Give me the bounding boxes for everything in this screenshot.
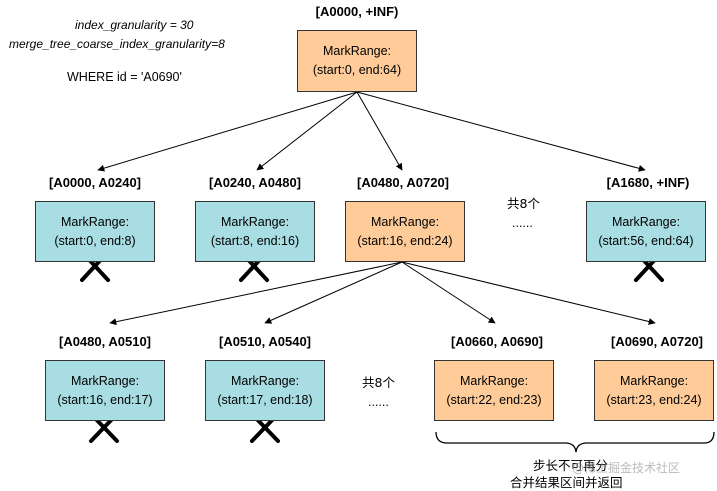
- l2-ellipsis: ......: [368, 395, 389, 409]
- curly-brace: [435, 431, 715, 453]
- markrange-detail: (start:17, end:18): [217, 392, 313, 407]
- l1-markrange-box-2: MarkRange: (start:8, end:16): [195, 201, 315, 262]
- l1-range-label-4: [A1680, +INF): [606, 175, 690, 190]
- l1-count-note: 共8个: [507, 196, 540, 211]
- l1-markrange-box-4: MarkRange: (start:56, end:64): [586, 201, 706, 262]
- where-clause: WHERE id = 'A0690': [67, 70, 182, 84]
- edge-l1-to-l2-2: [264, 261, 403, 324]
- l2-range-label-3: [A0660, A0690]: [450, 334, 543, 349]
- markrange-detail: (start:23, end:24): [606, 392, 702, 407]
- l1-markrange-box-3: MarkRange: (start:16, end:24): [345, 201, 465, 262]
- l1-range-label-3: [A0480, A0720]: [356, 175, 449, 190]
- root-markrange-box: MarkRange: (start:0, end:64): [297, 30, 417, 92]
- l2-range-label-4: [A0690, A0720]: [610, 334, 703, 349]
- markrange-detail: (start:8, end:16): [210, 233, 300, 248]
- markrange-title: MarkRange:: [611, 214, 681, 229]
- root-range-label: [A0000, +INF): [315, 4, 399, 19]
- markrange-title: MarkRange:: [230, 373, 300, 388]
- markrange-title: MarkRange:: [220, 214, 290, 229]
- edge-l1-to-l2-4: [401, 261, 656, 325]
- l2-count-note: 共8个: [362, 375, 395, 390]
- markrange-title: MarkRange:: [322, 44, 392, 58]
- l1-range-label-1: [A0000, A0240]: [48, 175, 141, 190]
- markrange-detail: (start:22, end:23): [446, 392, 542, 407]
- l2-markrange-box-4: MarkRange: (start:23, end:24): [594, 360, 714, 421]
- edge-root-to-l1-1: [97, 91, 358, 172]
- markrange-title: MarkRange:: [370, 214, 440, 229]
- watermark: @稀土掘金技术社区: [572, 461, 681, 475]
- merge-tree-coarse-param: merge_tree_coarse_index_granularity=8: [9, 37, 225, 51]
- edge-root-to-l1-3: [356, 91, 403, 171]
- edge-l1-to-l2-3: [401, 261, 496, 324]
- markrange-title: MarkRange:: [60, 214, 130, 229]
- l2-markrange-box-2: MarkRange: (start:17, end:18): [205, 360, 325, 421]
- l2-markrange-box-3: MarkRange: (start:22, end:23): [434, 360, 554, 421]
- edge-l1-to-l2-1: [109, 261, 403, 326]
- markrange-title: MarkRange:: [619, 373, 689, 388]
- l2-range-label-1: [A0480, A0510]: [58, 334, 151, 349]
- l1-ellipsis: ......: [512, 216, 533, 230]
- brace-note-line2: 合并结果区间并返回: [510, 475, 623, 490]
- markrange-detail: (start:0, end:8): [54, 233, 136, 248]
- l2-range-label-2: [A0510, A0540]: [218, 334, 311, 349]
- edge-root-to-l1-2: [256, 91, 358, 171]
- markrange-detail: (start:0, end:64): [312, 63, 402, 77]
- markrange-detail: (start:16, end:24): [357, 233, 453, 248]
- l1-range-label-2: [A0240, A0480]: [208, 175, 301, 190]
- markrange-title: MarkRange:: [459, 373, 529, 388]
- markrange-title: MarkRange:: [70, 373, 140, 388]
- markrange-detail: (start:16, end:17): [57, 392, 153, 407]
- l2-markrange-box-1: MarkRange: (start:16, end:17): [45, 360, 165, 421]
- edge-root-to-l1-4: [356, 91, 646, 172]
- l1-markrange-box-1: MarkRange: (start:0, end:8): [35, 201, 155, 262]
- brace-note-line1: 步长不可再分: [533, 458, 609, 473]
- markrange-detail: (start:56, end:64): [598, 233, 694, 248]
- index-granularity-param: index_granularity = 30: [75, 18, 194, 32]
